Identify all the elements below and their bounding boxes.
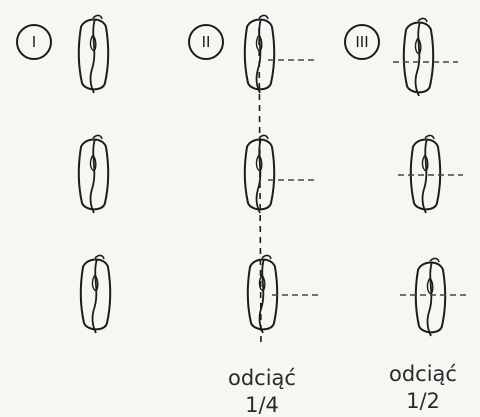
group-II-marker: II xyxy=(188,24,224,60)
seed-III-1 xyxy=(402,17,435,98)
seed-II-3 xyxy=(246,254,279,334)
seed-I-1 xyxy=(77,14,110,95)
caption-II-fraction: 1/4 xyxy=(245,393,279,417)
caption-III: odciąć 1/2 xyxy=(380,364,466,412)
caption-II-text: odciąć xyxy=(228,366,296,390)
cut-line-vertical-II xyxy=(258,27,262,346)
seed-I-2 xyxy=(77,134,110,214)
caption-II: odciąć 1/4 xyxy=(222,368,302,416)
group-I-marker: I xyxy=(16,24,52,60)
caption-III-text: odciąć xyxy=(389,362,457,386)
seed-III-2 xyxy=(409,134,442,214)
seed-III-3 xyxy=(414,257,447,337)
group-III-label: III xyxy=(355,33,368,51)
group-I-label: I xyxy=(32,33,36,51)
group-III-marker: III xyxy=(344,24,380,60)
caption-III-fraction: 1/2 xyxy=(406,389,440,413)
group-II-label: II xyxy=(202,33,211,51)
seed-I-3 xyxy=(79,254,112,334)
